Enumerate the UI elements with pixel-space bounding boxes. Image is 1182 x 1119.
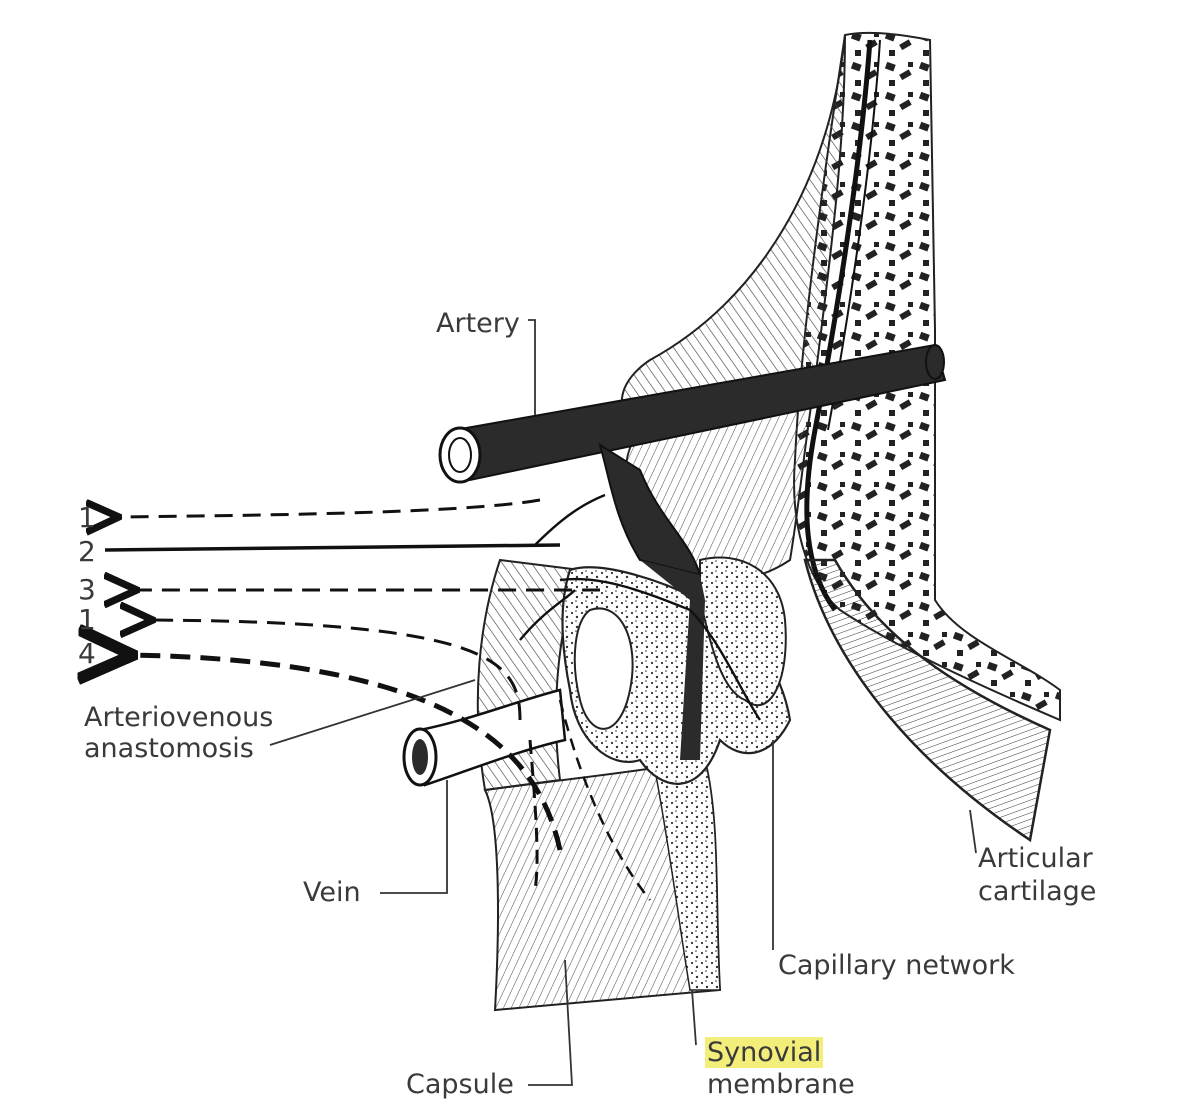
synovial-label-line2: membrane bbox=[707, 1069, 855, 1100]
pathway-number-4: 4 bbox=[78, 637, 96, 670]
pathway-4 bbox=[128, 655, 563, 851]
av-anastomosis-leader bbox=[269, 679, 476, 746]
pathway-1-lower bbox=[150, 620, 522, 721]
pathway-number-1-upper: 1 bbox=[78, 501, 96, 534]
pathway-number-3: 3 bbox=[78, 573, 96, 606]
capillary-network-label: Capillary network bbox=[778, 950, 1015, 981]
articular-cartilage-label-line1: Articular bbox=[978, 843, 1093, 874]
leader-lines bbox=[269, 319, 977, 1086]
synovial-label-line1: Synovial bbox=[705, 1037, 824, 1068]
articular-cartilage bbox=[803, 558, 1052, 843]
artery-leader bbox=[528, 319, 536, 415]
pathway-2 bbox=[104, 543, 561, 552]
vein-leader bbox=[380, 780, 448, 894]
pathway-number-1-lower: 1 bbox=[78, 603, 96, 636]
vein-label: Vein bbox=[303, 877, 361, 908]
artery-vessel bbox=[438, 343, 947, 760]
synovial-highlight: Synovial bbox=[705, 1037, 824, 1068]
av-anastomosis-label-line1: Arteriovenous bbox=[84, 702, 274, 733]
small-vessels bbox=[519, 493, 761, 721]
synovial-folds bbox=[561, 556, 792, 785]
cartilage-leader bbox=[969, 809, 977, 854]
pathway-number-2: 2 bbox=[78, 535, 96, 568]
articular-cartilage-label-line2: cartilage bbox=[978, 876, 1097, 907]
synovial-leader bbox=[691, 989, 697, 1046]
av-anastomosis-label-line2: anastomosis bbox=[84, 733, 254, 764]
pathway-lines bbox=[104, 498, 651, 901]
artery-label: Artery bbox=[436, 308, 520, 339]
pathway-1-upper bbox=[116, 498, 541, 517]
capsule-label: Capsule bbox=[406, 1069, 514, 1100]
capsule-leader bbox=[528, 959, 573, 1086]
